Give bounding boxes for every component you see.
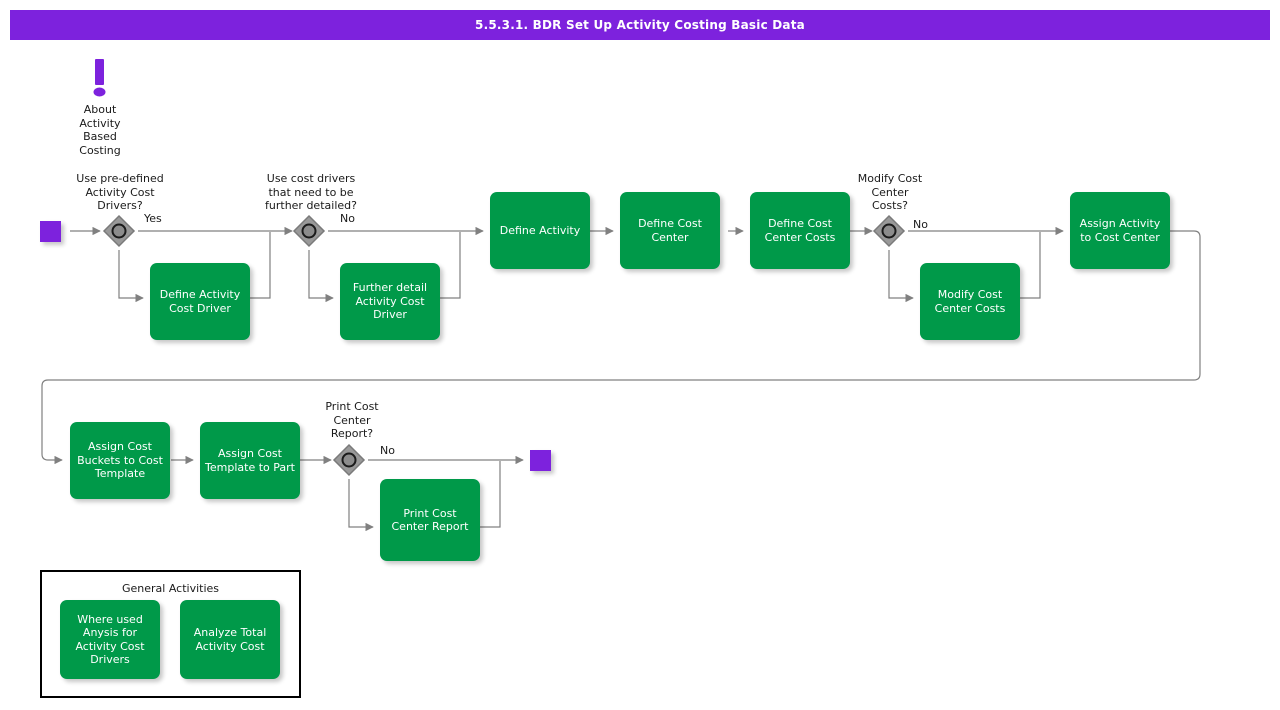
gateway-label-modify-cost-center-costs: Modify Cost Center Costs? — [857, 172, 923, 212]
end-event-terminator[interactable] — [530, 450, 551, 471]
gateway-label-use-cost-drivers-further-detailed: Use cost drivers that need to be further… — [265, 172, 357, 212]
branch-label-yes-use-predefined: Yes — [144, 212, 162, 225]
process-assign-cost-template-to-part[interactable]: Assign Cost Template to Part — [200, 422, 300, 499]
process-assign-cost-buckets-to-cost-template[interactable]: Assign Cost Buckets to Cost Template — [70, 422, 170, 499]
start-event-terminator[interactable] — [40, 221, 61, 242]
process-further-detail-activity-cost-driver[interactable]: Further detail Activity Cost Driver — [340, 263, 440, 340]
exclamation-icon — [93, 59, 106, 97]
process-where-used-analysis-activity-cost-drivers[interactable]: Where used Anysis for Activity Cost Driv… — [60, 600, 160, 679]
branch-label-no-print-cost-center-report: No — [380, 444, 395, 457]
gateway-print-cost-center-report[interactable] — [332, 443, 366, 477]
note-label: About Activity Based Costing — [79, 103, 121, 157]
gateway-label-use-predefined-activity-cost-drivers: Use pre-defined Activity Cost Drivers? — [76, 172, 164, 212]
gateway-modify-cost-center-costs[interactable] — [872, 214, 906, 248]
branch-label-no-modify-cost-center-costs: No — [913, 218, 928, 231]
process-define-activity-cost-driver[interactable]: Define Activity Cost Driver — [150, 263, 250, 340]
process-assign-activity-to-cost-center[interactable]: Assign Activity to Cost Center — [1070, 192, 1170, 269]
gateway-label-print-cost-center-report: Print Cost Center Report? — [325, 400, 379, 440]
gateway-use-cost-drivers-further-detailed[interactable] — [292, 214, 326, 248]
page-title-bar: 5.5.3.1. BDR Set Up Activity Costing Bas… — [10, 10, 1270, 40]
gateway-use-predefined-activity-cost-drivers[interactable] — [102, 214, 136, 248]
general-activities-title: General Activities — [121, 582, 220, 595]
process-define-cost-center[interactable]: Define Cost Center — [620, 192, 720, 269]
page-title: 5.5.3.1. BDR Set Up Activity Costing Bas… — [475, 18, 805, 32]
process-print-cost-center-report[interactable]: Print Cost Center Report — [380, 479, 480, 561]
process-define-activity[interactable]: Define Activity — [490, 192, 590, 269]
process-analyze-total-activity-cost[interactable]: Analyze Total Activity Cost — [180, 600, 280, 679]
process-modify-cost-center-costs[interactable]: Modify Cost Center Costs — [920, 263, 1020, 340]
process-define-cost-center-costs[interactable]: Define Cost Center Costs — [750, 192, 850, 269]
branch-label-no-further-detailed: No — [340, 212, 355, 225]
